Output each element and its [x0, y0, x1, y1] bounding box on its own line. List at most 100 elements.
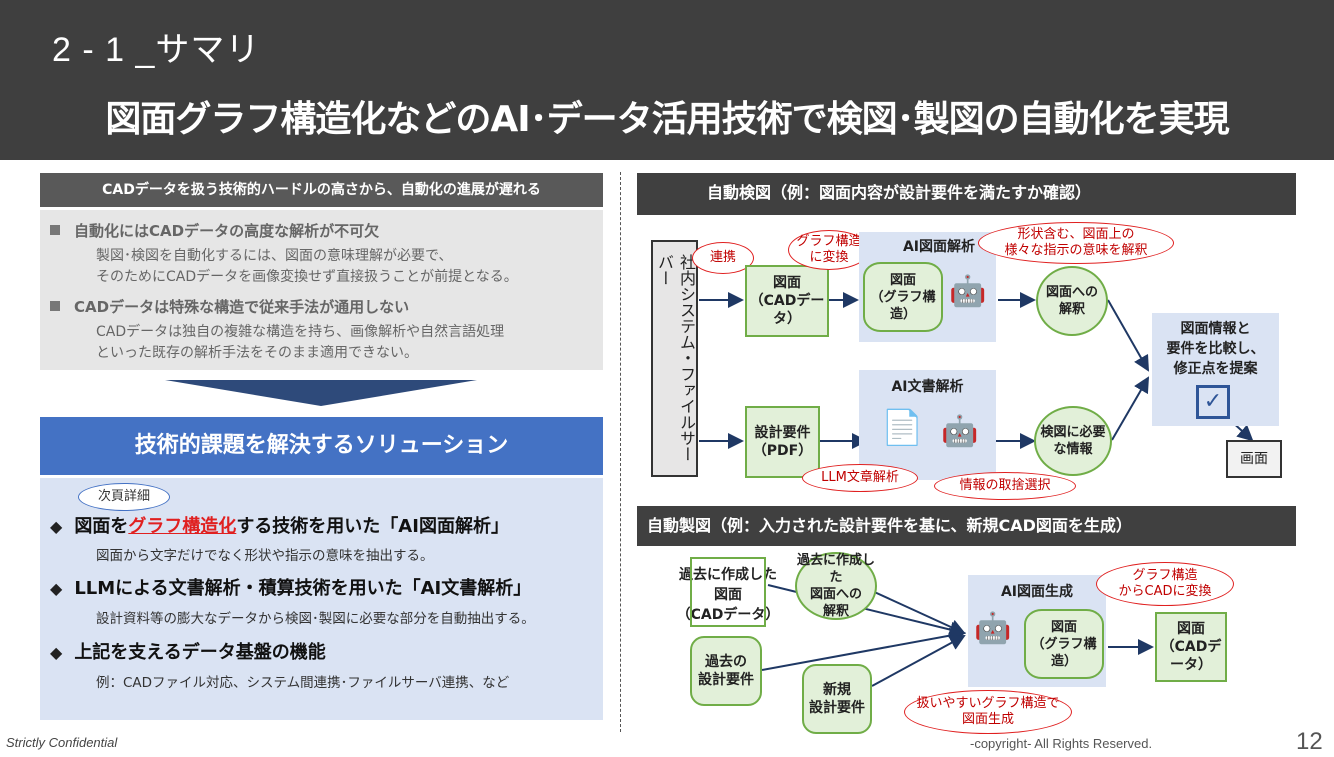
callout-line: 図面生成 — [961, 712, 1014, 727]
graph-structure-node: 図面 （グラフ構造） — [863, 262, 943, 332]
solution-item-head: 上記を支えるデータ基盤の機能 — [74, 642, 326, 663]
arrow-newreq-to-gen — [871, 635, 966, 687]
cloud-line: な情報 — [1053, 442, 1093, 457]
cloud-line: 図面への — [1045, 285, 1098, 300]
ai-gen-title: AI図面生成 — [1000, 584, 1074, 600]
hurdle-item-head: 自動化にはCADデータの高度な解析が不可欠 — [74, 222, 380, 240]
graph-node-line: （グラフ構造） — [1031, 636, 1097, 669]
hurdle-item-desc: といった既存の解析手法をそのまま適用できない。 — [96, 345, 418, 361]
solution-item-2: ◆ LLMによる文書解析・積算技術を用いた「AI文書解析」 — [50, 574, 531, 600]
gen-graph-node: 図面 （グラフ構造） — [1024, 609, 1104, 679]
robot-icon: 🤖 — [974, 611, 1012, 646]
cloud-line: 検図に必要 — [1040, 425, 1106, 440]
new-req-line: 新規 — [823, 682, 851, 698]
compare-text: 図面情報と 要件を比較し、 修正点を提案 — [1152, 319, 1279, 379]
renkei-callout: 連携 — [692, 242, 754, 274]
section-number: 2 - 1 _サマリ — [52, 31, 261, 69]
callout-line: からCADに変換 — [1118, 584, 1212, 599]
drawing-interpretation-cloud: 図面への 解釈 — [1036, 266, 1108, 336]
diamond-bullet-icon: ◆ — [50, 579, 63, 598]
next-page-note: 次頁詳細 — [78, 483, 170, 511]
auto-check-banner: 自動検図（例：図面内容が設計要件を満たすか確認） — [637, 173, 1296, 215]
check-info-cloud: 検図に必要 な情報 — [1034, 406, 1112, 476]
solution-banner: 技術的課題を解決するソリューション — [40, 417, 603, 475]
past-req-box: 過去の 設計要件 — [690, 636, 762, 706]
graph-node-line: 図面 — [889, 272, 916, 288]
compare-line: 要件を比較し、 — [1166, 341, 1265, 357]
output-cad-box: 図面 （CADデータ） — [1155, 612, 1227, 682]
out-box-line: （CADデータ） — [1160, 639, 1222, 673]
server-box: 社内システム・ファイルサーバー — [651, 240, 698, 477]
past-draw-line: 過去に作成した — [679, 567, 777, 583]
cloud-line: 過去に作成した — [797, 553, 876, 585]
hurdle-item-1: 自動化にはCADデータの高度な解析が不可欠 — [50, 220, 379, 241]
past-draw-line: 図面 — [714, 587, 742, 603]
solution-item-head: LLMによる文書解析・積算技術を用いた「AI文書解析」 — [74, 578, 532, 599]
graph-convert-callout: グラフ構造 に変換 — [788, 230, 870, 270]
document-icon: 📄 — [881, 408, 924, 448]
ai-drawing-panel: AI図面解析 図面 （グラフ構造） 🤖 — [859, 232, 996, 342]
arrow-info-to-compare — [1111, 376, 1150, 441]
hurdle-item-desc: 製図･検図を自動化するには、図面の意味理解が必要で、 — [96, 248, 453, 264]
cloud-line: 図面への — [809, 587, 862, 602]
highlight-graph-structure: グラフ構造化 — [128, 516, 237, 537]
solution-item-desc: 図面から文字だけでなく形状や指示の意味を抽出する。 — [96, 548, 434, 564]
hurdle-item-2: CADデータは特殊な構造で従来手法が通用しない — [50, 296, 409, 317]
solution-item-head: する技術を用いた「AI図面解析」 — [236, 516, 509, 537]
robot-icon: 🤖 — [949, 274, 987, 309]
graph-gen-callout: 扱いやすいグラフ構造で 図面生成 — [904, 690, 1072, 734]
past-drawing-box — [690, 557, 766, 627]
arrow-interp-to-compare — [1107, 299, 1149, 372]
screen-box: 画面 — [1226, 440, 1282, 478]
req-box-line: 設計要件 — [754, 425, 811, 441]
solution-item-head: 図面を — [74, 516, 129, 537]
header-band — [0, 0, 1334, 160]
checkbox-icon: ✓ — [1196, 385, 1230, 419]
compare-panel: 図面情報と 要件を比較し、 修正点を提案 ✓ — [1152, 313, 1279, 426]
cad-data-box: 図面 （CADデータ） — [745, 265, 829, 337]
page-number: 12 — [1296, 728, 1323, 755]
arrow-pastinterp-to-gen — [869, 589, 966, 635]
solution-item-desc: 設計資料等の膨大なデータから検図･製図に必要な部分を自動抽出する。 — [96, 611, 535, 627]
callout-line: に変換 — [809, 250, 849, 265]
hurdle-item-desc: そのためにCADデータを画像変換せず直接扱うことが前提となる。 — [96, 269, 518, 285]
cad-box-line: 図面 — [773, 275, 801, 291]
out-box-line: 図面 — [1177, 621, 1205, 637]
square-bullet-icon — [50, 301, 60, 311]
ai-gen-panel: AI図面生成 🤖 図面 （グラフ構造） — [968, 575, 1106, 687]
arrow-pastreq-to-gen — [761, 627, 966, 671]
column-divider — [620, 172, 621, 732]
confidential-label: Strictly Confidential — [6, 735, 118, 750]
page-title: 図面グラフ構造化などのAI･データ活用技術で検図･製図の自動化を実現 — [105, 99, 1229, 140]
callout-line: グラフ構造 — [1132, 568, 1198, 583]
past-draw-line: （CADデータ） — [676, 607, 780, 623]
llm-callout: LLM文章解析 — [802, 464, 918, 492]
compare-line: 修正点を提案 — [1173, 361, 1258, 377]
past-drawing-label: 過去に作成した 図面 （CADデータ） — [674, 565, 782, 625]
robot-icon: 🤖 — [941, 414, 979, 449]
graph-node-line: 図面 — [1050, 619, 1077, 635]
past-req-line: 設計要件 — [698, 672, 754, 688]
ai-doc-panel: AI文書解析 📄 🤖 — [859, 370, 996, 480]
past-interp-cloud: 過去に作成した 図面への 解釈 — [795, 552, 877, 620]
cloud-line: 解釈 — [822, 604, 849, 619]
ai-doc-title: AI文書解析 — [891, 379, 964, 395]
callout-line: 形状含む、図面上の — [1017, 227, 1135, 242]
ai-drawing-title: AI図面解析 — [902, 239, 976, 255]
callout-line: 様々な指示の意味を解釈 — [1004, 243, 1148, 258]
hurdle-panel: 自動化にはCADデータの高度な解析が不可欠 製図･検図を自動化するには、図面の意… — [40, 210, 603, 370]
server-label: 社内システム・ファイルサーバー — [655, 254, 696, 462]
diamond-bullet-icon: ◆ — [50, 517, 63, 536]
cloud-line: 解釈 — [1058, 302, 1085, 317]
solution-item-3: ◆上記を支えるデータ基盤の機能 — [50, 638, 326, 664]
req-box-line: （PDF） — [752, 443, 813, 459]
past-req-line: 過去の — [705, 654, 747, 670]
graph-node-line: （グラフ構造） — [870, 289, 936, 322]
hurdle-banner: CADデータを扱う技術的ハードルの高さから、自動化の進展が遅れる — [40, 173, 603, 207]
new-req-box: 新規 設計要件 — [802, 664, 872, 734]
cad-convert-callout: グラフ構造 からCADに変換 — [1096, 562, 1234, 606]
hurdle-item-desc: CADデータは独自の複雑な構造を持ち、画像解析や自然言語処理 — [96, 324, 505, 340]
solution-panel: 次頁詳細 ◆ 図面をグラフ構造化する技術を用いた「AI図面解析」 図面から文字だけ… — [40, 478, 603, 720]
design-req-box: 設計要件 （PDF） — [745, 406, 820, 478]
shape-interpret-callout: 形状含む、図面上の 様々な指示の意味を解釈 — [978, 222, 1174, 264]
